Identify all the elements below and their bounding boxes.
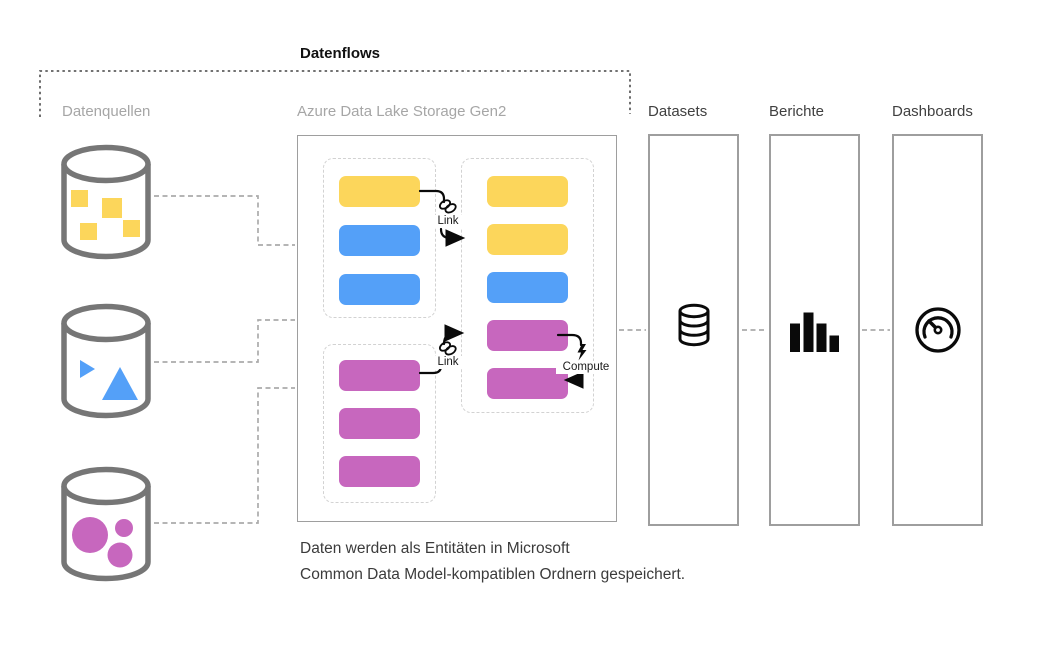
gauge-icon [914,307,961,353]
datasets-box [648,134,739,526]
connector-source3-storage [154,387,295,524]
square-shapes [71,190,140,240]
caption-line-2: Common Data Model-kompatiblen Ordnern ge… [300,566,686,583]
label-dashboards: Dashboards [892,103,973,120]
dataflow-group-bottom [323,344,436,503]
compute-label: Compute [556,361,616,374]
source-cylinder-triangles [61,303,151,419]
entity-blue [339,274,420,305]
label-datenquellen: Datenquellen [62,103,151,120]
database-icon [678,303,709,347]
azure-data-lake-box [297,135,617,522]
entity-blue [487,272,568,303]
entity-blue [339,225,420,256]
triangle-shapes [80,360,138,400]
label-azure-data-lake: Azure Data Lake Storage Gen2 [297,103,507,120]
connector-source2-storage [154,319,295,363]
entity-yellow [339,176,420,207]
bar-chart-icon [790,312,839,352]
link-label-2: Link [432,356,464,369]
circle-shapes [72,517,133,568]
connector-source1-storage [154,195,295,246]
berichte-box [769,134,860,526]
cylinder-top [61,303,151,343]
entity-yellow [487,224,568,255]
dashboards-box [892,134,983,526]
label-datasets: Datasets [648,103,708,120]
entity-magenta [339,360,420,391]
diagram-title: Datenflows [299,45,380,62]
dataflow-group-top [323,158,436,318]
entity-magenta [487,320,568,351]
entity-magenta [487,368,568,399]
cdm-folder-group [461,158,594,413]
caption: Daten werden als Entitäten in Microsoft … [300,536,685,588]
entity-magenta [339,408,420,439]
source-cylinder-circles [61,466,151,582]
entity-yellow [487,176,568,207]
cylinder-top [61,144,151,184]
label-berichte: Berichte [769,103,825,120]
entity-magenta [339,456,420,487]
caption-line-1: Daten werden als Entitäten in Microsoft [300,540,570,557]
link-label-1: Link [432,215,464,228]
cylinder-top [61,466,151,506]
source-cylinder-squares [61,144,151,260]
